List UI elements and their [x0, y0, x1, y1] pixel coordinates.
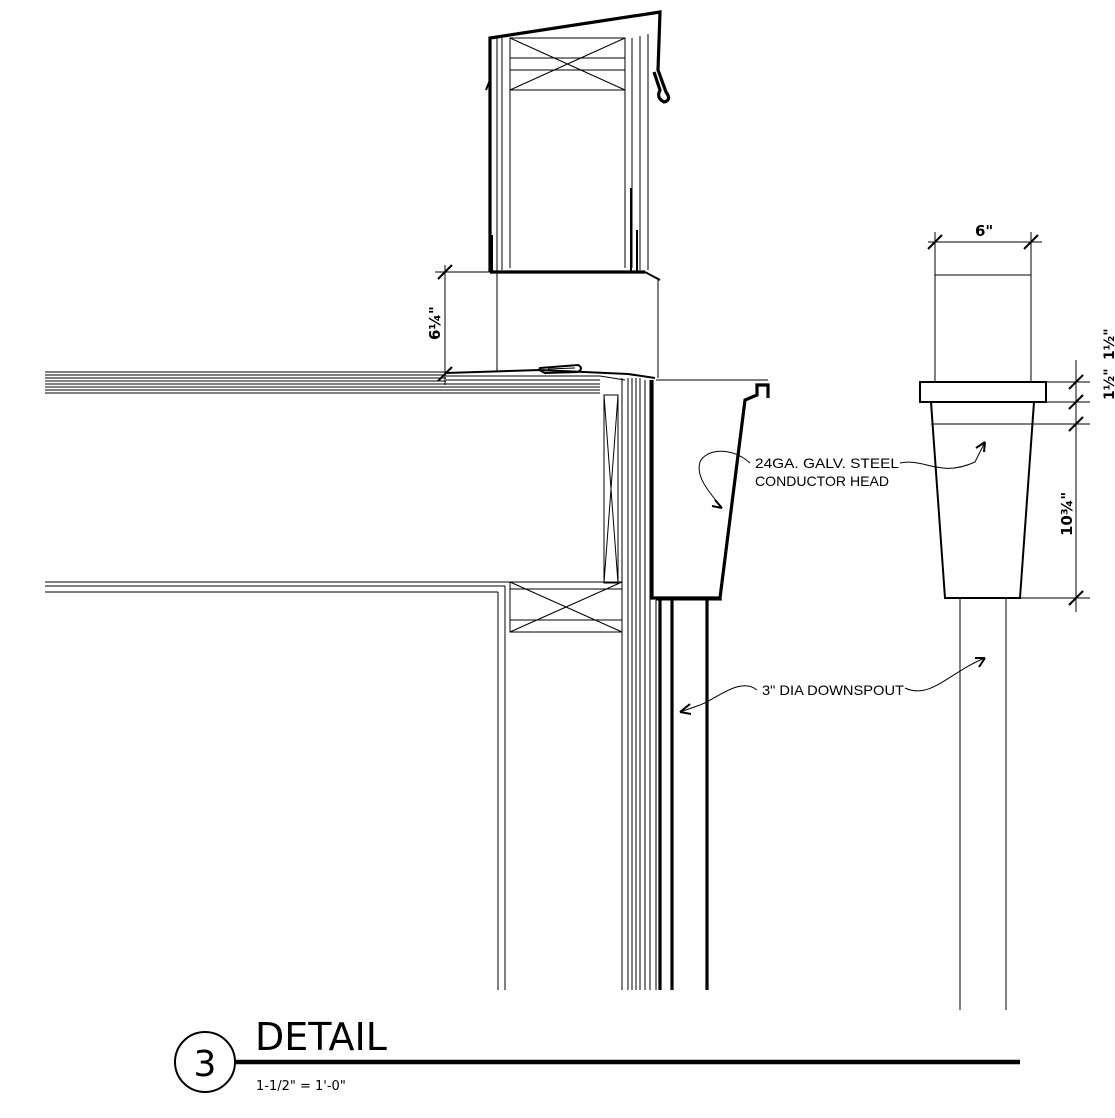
- exterior-wall: [621, 378, 662, 990]
- conductor-head-callout: 24GA. GALV. STEEL CONDUCTOR HEAD: [698, 441, 986, 509]
- conductor-head-section: [650, 379, 770, 601]
- downspout-label: 3" DIA DOWNSPOUT: [762, 682, 904, 698]
- dim-curb-height: 6¼": [426, 264, 490, 385]
- dim-head-width-label: 6": [975, 222, 993, 240]
- interior-wall: [497, 586, 506, 990]
- dim-band-and-taper: 10¾" 1½" 1½": [1020, 328, 1115, 612]
- dim-head-width: 6": [927, 222, 1042, 275]
- detail-title-block: 3 DETAIL 1-1/2" = 1'-0": [174, 1015, 1020, 1094]
- dim-taper-height-label: 10¾": [1058, 492, 1076, 536]
- roof-curb: [485, 10, 671, 378]
- downspout-callout: 3" DIA DOWNSPOUT: [679, 657, 986, 715]
- dim-band-lower-label: 1½": [1102, 368, 1115, 400]
- detail-scale: 1-1/2" = 1'-0": [256, 1079, 346, 1094]
- conductor-head-label-line1: 24GA. GALV. STEEL: [755, 455, 899, 471]
- detail-number: 3: [194, 1044, 217, 1085]
- conductor-head-elevation: [919, 274, 1047, 1010]
- dim-curb-height-label: 6¼": [426, 306, 444, 340]
- detail-title: DETAIL: [255, 1015, 387, 1059]
- flashing-clip: [538, 363, 582, 375]
- dim-band-upper-label: 1½": [1102, 328, 1115, 360]
- roof-deck: [45, 368, 656, 394]
- ceiling-joist: [45, 581, 600, 593]
- conductor-head-label-line2: CONDUCTOR HEAD: [755, 473, 889, 489]
- roof-blocking: [603, 394, 619, 584]
- downspout-section: [670, 600, 709, 990]
- wall-top-plate: [509, 581, 623, 633]
